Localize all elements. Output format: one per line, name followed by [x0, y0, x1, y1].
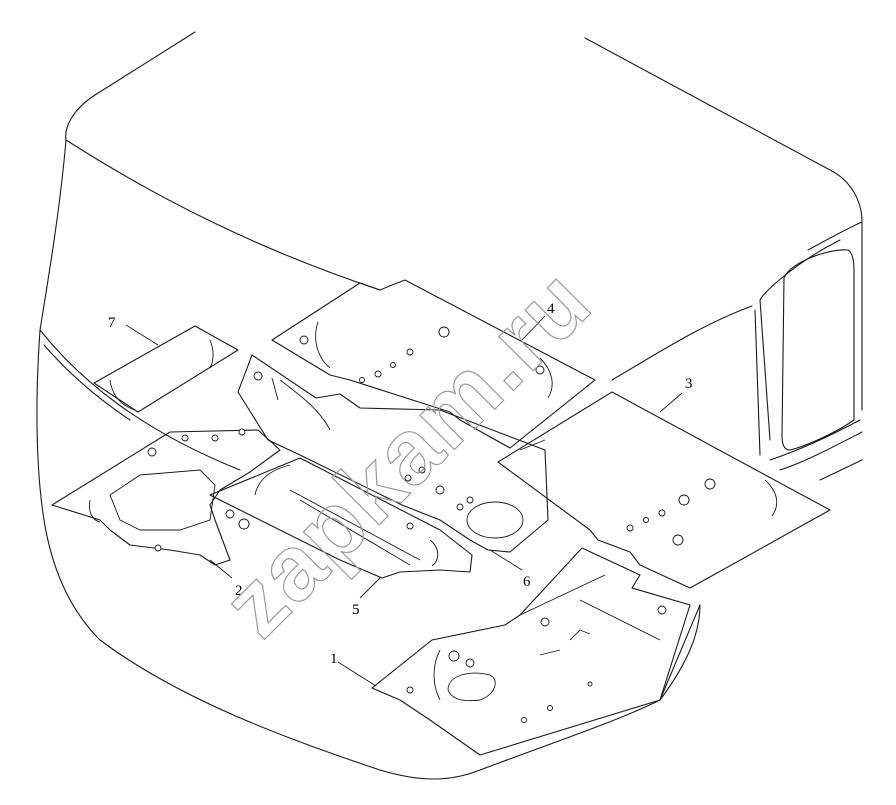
watermark-text: zapkam.ru — [204, 250, 611, 657]
part-7-panel — [93, 325, 239, 413]
part-1-panel — [371, 547, 691, 756]
callout-2: 2 — [235, 583, 243, 599]
part-3-panel — [497, 391, 831, 589]
side-window — [611, 239, 863, 481]
leader-lines — [125, 315, 683, 687]
leader-4 — [521, 315, 546, 341]
callout-4: 4 — [547, 301, 555, 317]
leader-1 — [337, 661, 377, 687]
leader-6 — [489, 549, 523, 571]
callout-7: 7 — [108, 315, 116, 331]
part-6-panel — [237, 354, 549, 553]
callout-5: 5 — [352, 602, 360, 618]
callout-3: 3 — [685, 376, 693, 392]
cab-body-outline — [36, 31, 863, 780]
leader-2 — [209, 559, 233, 579]
callout-1: 1 — [330, 651, 338, 667]
callout-6: 6 — [523, 574, 531, 590]
leader-3 — [659, 392, 683, 413]
callout-labels: 1 2 3 4 5 6 7 — [108, 301, 693, 667]
part-2-panel — [51, 428, 281, 566]
leader-7 — [125, 324, 159, 346]
part-5-panel — [209, 457, 473, 579]
leader-5 — [359, 577, 381, 599]
part-4-panel — [271, 279, 596, 449]
